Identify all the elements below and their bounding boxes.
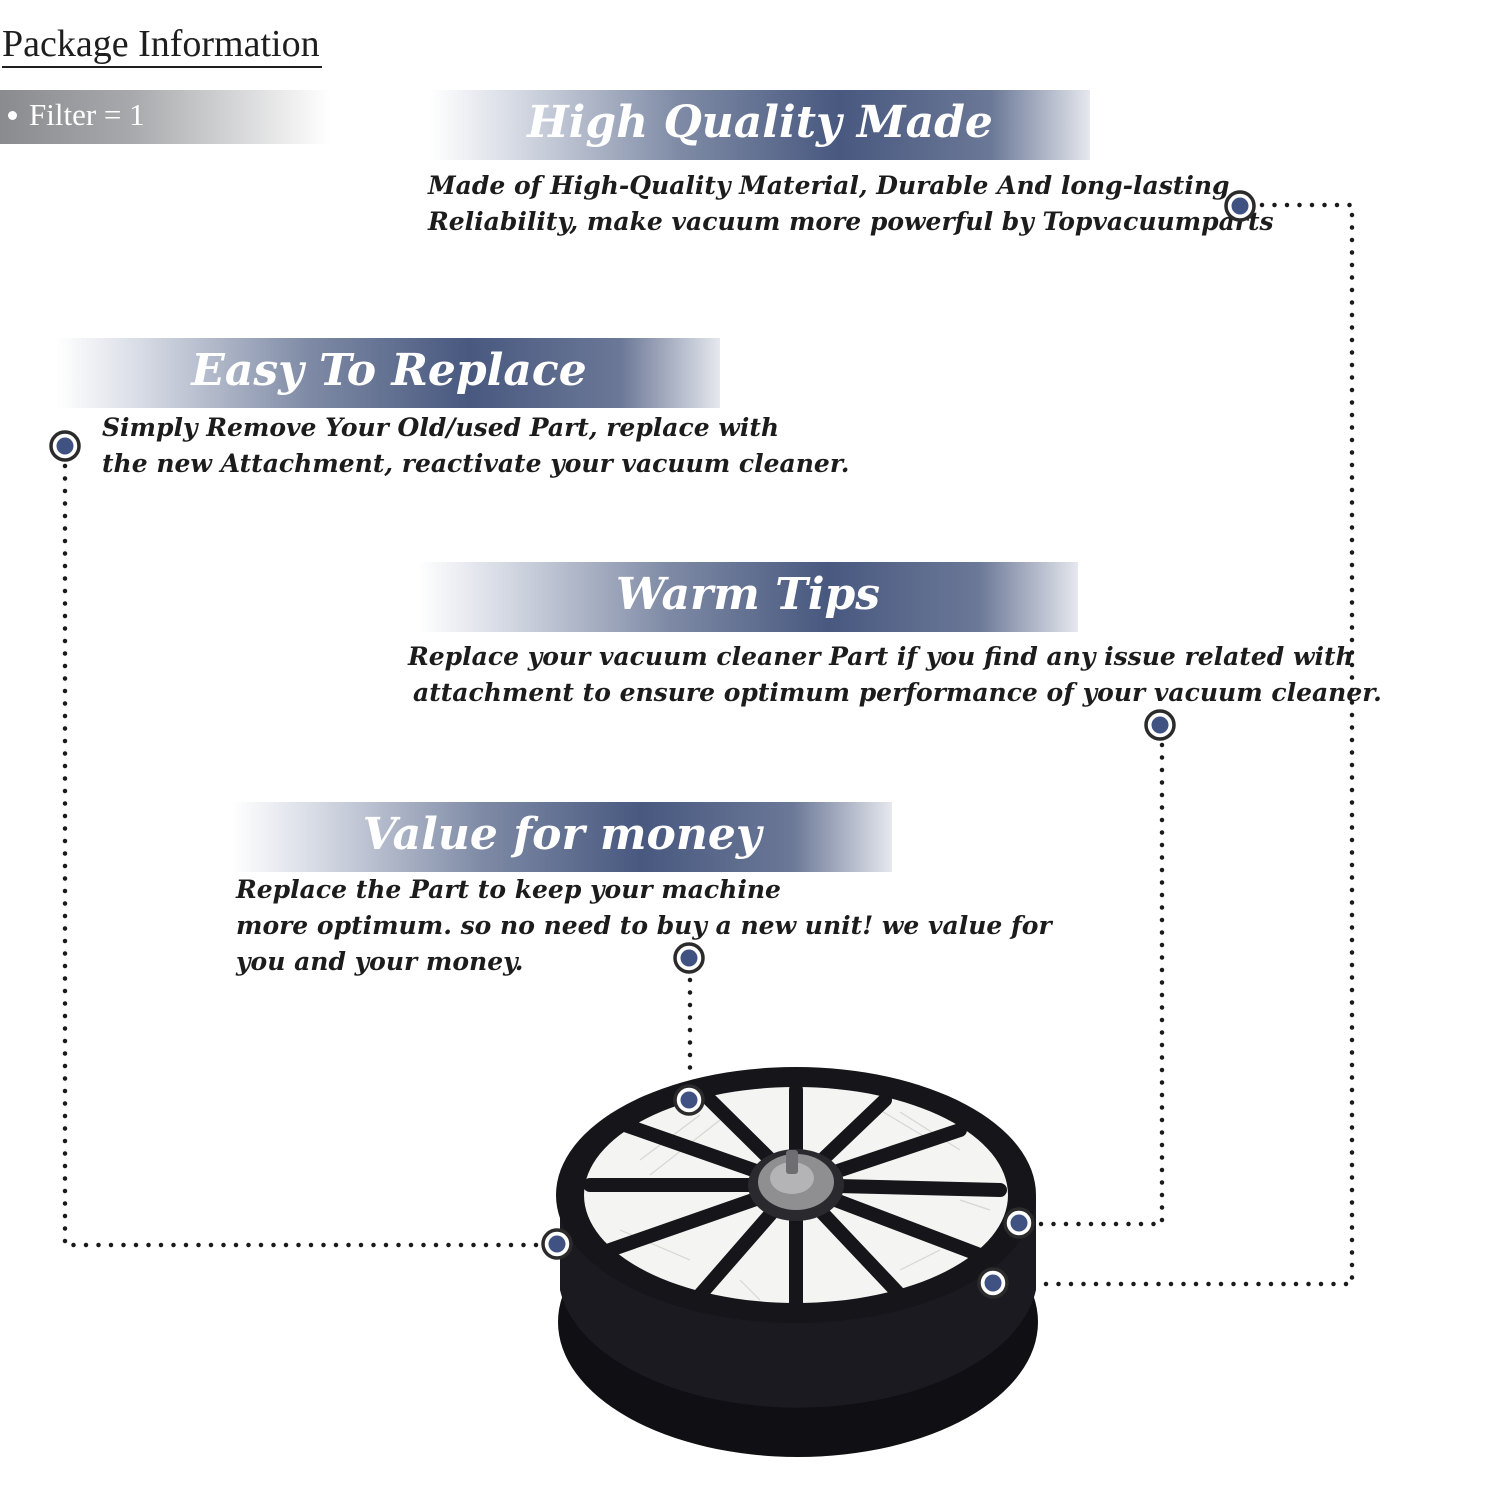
connector-warm-tips [1037,742,1165,1227]
desc-line: Replace your vacuum cleaner Part if you … [408,642,1354,671]
marker-icon [673,1084,705,1116]
connector-easy-replace [62,463,543,1248]
desc-high-quality-made: Made of High-Quality Material, Durable A… [428,168,1274,240]
desc-line: the new Attachment, reactivate your vacu… [102,449,850,478]
marker-icon [1144,709,1176,741]
banner-high-quality-made: High Quality Made [430,90,1090,160]
package-item: Filter = 1 [29,97,145,132]
desc-line: Made of High-Quality Material, Durable A… [428,171,1230,200]
desc-line: you and your money. [236,947,524,976]
banner-easy-to-replace: Easy To Replace [58,338,720,408]
dotted-connector-lines [62,202,1355,1287]
desc-line: more optimum. so no need to buy a new un… [236,911,1052,940]
package-information-heading: Package Information [2,22,322,68]
marker-icon [541,1228,573,1260]
desc-value-for-money: Replace the Part to keep your machine mo… [236,872,1052,980]
marker-icon [1003,1207,1035,1239]
bullet-icon [8,110,17,120]
marker-icon [49,430,81,462]
banner-value-for-money: Value for money [232,802,892,872]
desc-line: Reliability, make vacuum more powerful b… [428,207,1274,236]
marker-icon [1224,190,1256,222]
filter-hub-cap [770,1162,814,1194]
filter-hub-tab [786,1150,798,1174]
marker-dots [49,190,1256,1299]
marker-icon [977,1267,1009,1299]
package-item-bar: Filter = 1 [0,90,330,144]
desc-line: Replace the Part to keep your machine [236,875,781,904]
desc-warm-tips: Replace your vacuum cleaner Part if you … [408,639,1382,711]
connector-high-quality [1033,202,1355,1287]
desc-easy-to-replace: Simply Remove Your Old/used Part, replac… [102,410,849,482]
banner-warm-tips: Warm Tips [418,562,1078,632]
hepa-filter-image [556,1067,1038,1457]
desc-line: Simply Remove Your Old/used Part, replac… [102,413,780,442]
marker-icon [673,942,705,974]
desc-line: attachment to ensure optimum performance… [413,678,1382,707]
